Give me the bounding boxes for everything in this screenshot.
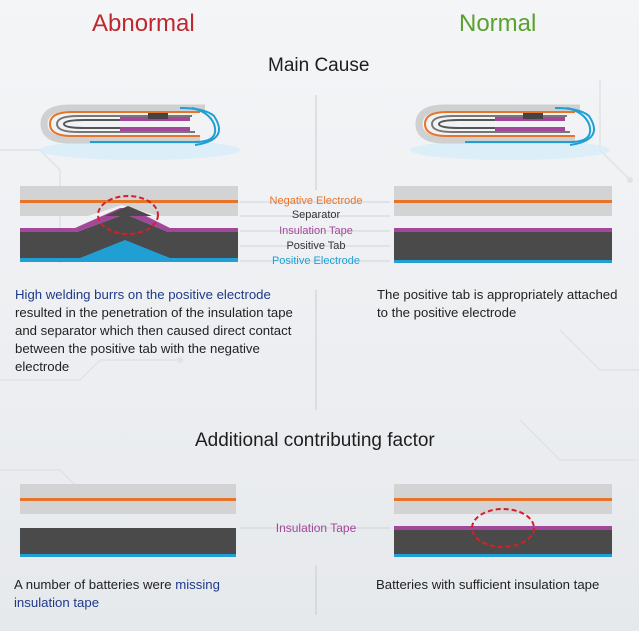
label-negative-electrode: Negative Electrode <box>269 195 363 207</box>
label-positive-electrode: Positive Electrode <box>271 255 361 267</box>
main-cause-heading: Main Cause <box>268 55 370 76</box>
normal-wound-cell-illustration <box>410 104 610 160</box>
abnormal-additional-caption-highlight: missing insulation tape <box>14 577 220 610</box>
normal-heading: Normal <box>459 10 537 37</box>
label-leader-lines <box>240 201 390 529</box>
abnormal-heading: Abnormal <box>92 10 195 37</box>
normal-additional-caption: Batteries with sufficient insulation tap… <box>376 577 600 592</box>
abnormal-additional-cross-section <box>20 484 236 557</box>
normal-additional-cross-section <box>394 484 612 557</box>
normal-main-cross-section <box>394 186 612 263</box>
abnormal-main-caption-highlight: High welding burrs on the positive elect… <box>15 287 271 302</box>
abnormal-additional-caption: A number of batteries were missing insul… <box>14 576 274 612</box>
abnormal-wound-cell-illustration <box>40 104 240 160</box>
additional-factor-heading: Additional contributing factor <box>195 430 435 451</box>
label-insulation-tape: Insulation Tape <box>279 225 353 237</box>
label-positive-tab: Positive Tab <box>286 240 346 252</box>
abnormal-main-cross-section <box>20 186 238 262</box>
abnormal-additional-caption-plain: A number of batteries were <box>14 577 176 592</box>
abnormal-main-caption-rest: resulted in the penetration of the insul… <box>15 305 293 374</box>
label-separator: Separator <box>291 209 341 221</box>
normal-main-caption: The positive tab is appropriately attach… <box>377 287 618 320</box>
label-insulation-tape-additional: Insulation Tape <box>275 521 357 535</box>
abnormal-main-caption: High welding burrs on the positive elect… <box>15 286 315 376</box>
